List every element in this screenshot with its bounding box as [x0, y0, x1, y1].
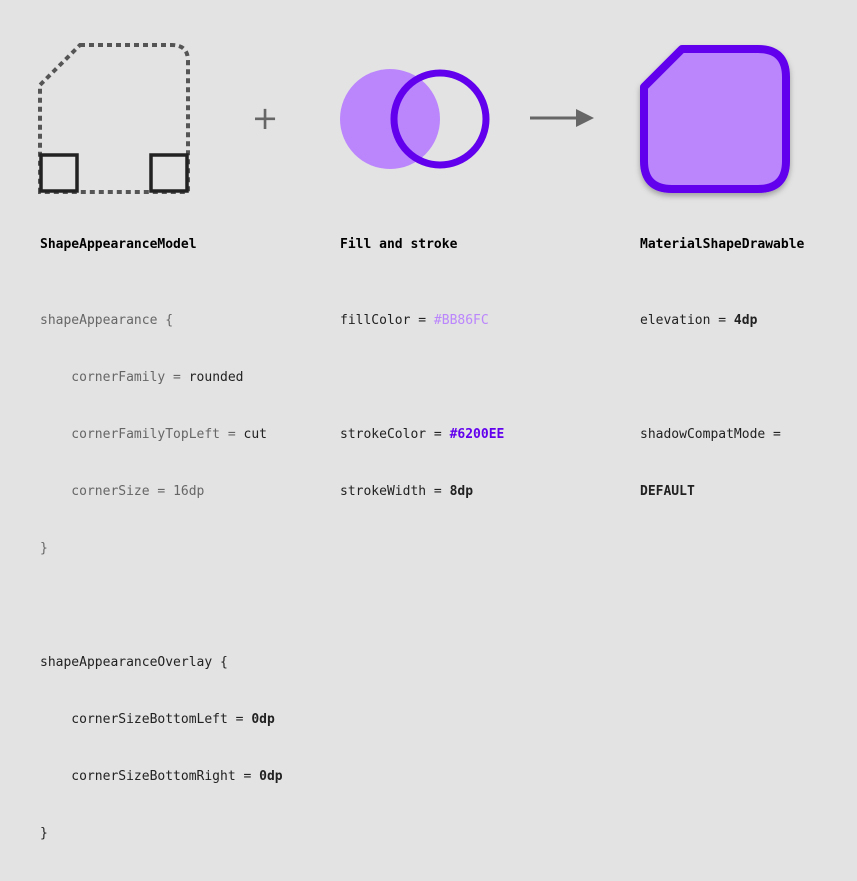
code-line: fillColor = #BB86FC — [340, 313, 489, 328]
code-line: shadowCompatMode = — [640, 427, 781, 442]
shape-appearance-model-column: ShapeAppearanceModel shapeAppearance { c… — [40, 235, 330, 881]
model-code: shapeAppearance { cornerFamily = rounded… — [40, 273, 330, 881]
bottom-left-corner-box — [39, 153, 79, 193]
bottom-right-corner-box — [149, 153, 189, 193]
drawable-code: elevation = 4dp shadowCompatMode = DEFAU… — [640, 273, 850, 539]
material-shape — [640, 45, 790, 193]
shape-outline-figure — [38, 43, 190, 194]
code-line: shapeAppearanceOverlay { — [40, 655, 228, 670]
code-line: cornerSizeBottomLeft = 0dp — [40, 712, 275, 727]
stroke-circle — [390, 69, 490, 169]
fill-stroke-column: Fill and stroke fillColor = #BB86FC stro… — [340, 235, 600, 539]
code-line: cornerFamily = rounded — [40, 370, 244, 385]
code-line: cornerSizeBottomRight = 0dp — [40, 769, 283, 784]
code-line: strokeColor = #6200EE — [340, 427, 505, 442]
code-line: } — [40, 826, 48, 841]
code-line: cornerSize = 16dp — [40, 484, 205, 499]
code-line: shapeAppearance { — [40, 313, 174, 328]
material-shape-drawable-column: MaterialShapeDrawable elevation = 4dp sh… — [640, 235, 850, 539]
fill-title: Fill and stroke — [340, 237, 458, 252]
material-shape-figure — [640, 45, 790, 193]
fill-circle — [340, 69, 440, 169]
code-line: } — [40, 541, 48, 556]
drawable-title: MaterialShapeDrawable — [640, 237, 805, 252]
code-line: cornerFamilyTopLeft = cut — [40, 427, 267, 442]
code-line: strokeWidth = 8dp — [340, 484, 474, 499]
code-line: DEFAULT — [640, 484, 695, 499]
fill-stroke-figure — [340, 69, 490, 169]
code-line: elevation = 4dp — [640, 313, 758, 328]
arrow-right-icon — [530, 109, 594, 127]
fill-code: fillColor = #BB86FC strokeColor = #6200E… — [340, 273, 600, 539]
dashed-shape-outline — [38, 43, 190, 194]
plus-icon: + — [251, 99, 279, 137]
model-title: ShapeAppearanceModel — [40, 237, 197, 252]
